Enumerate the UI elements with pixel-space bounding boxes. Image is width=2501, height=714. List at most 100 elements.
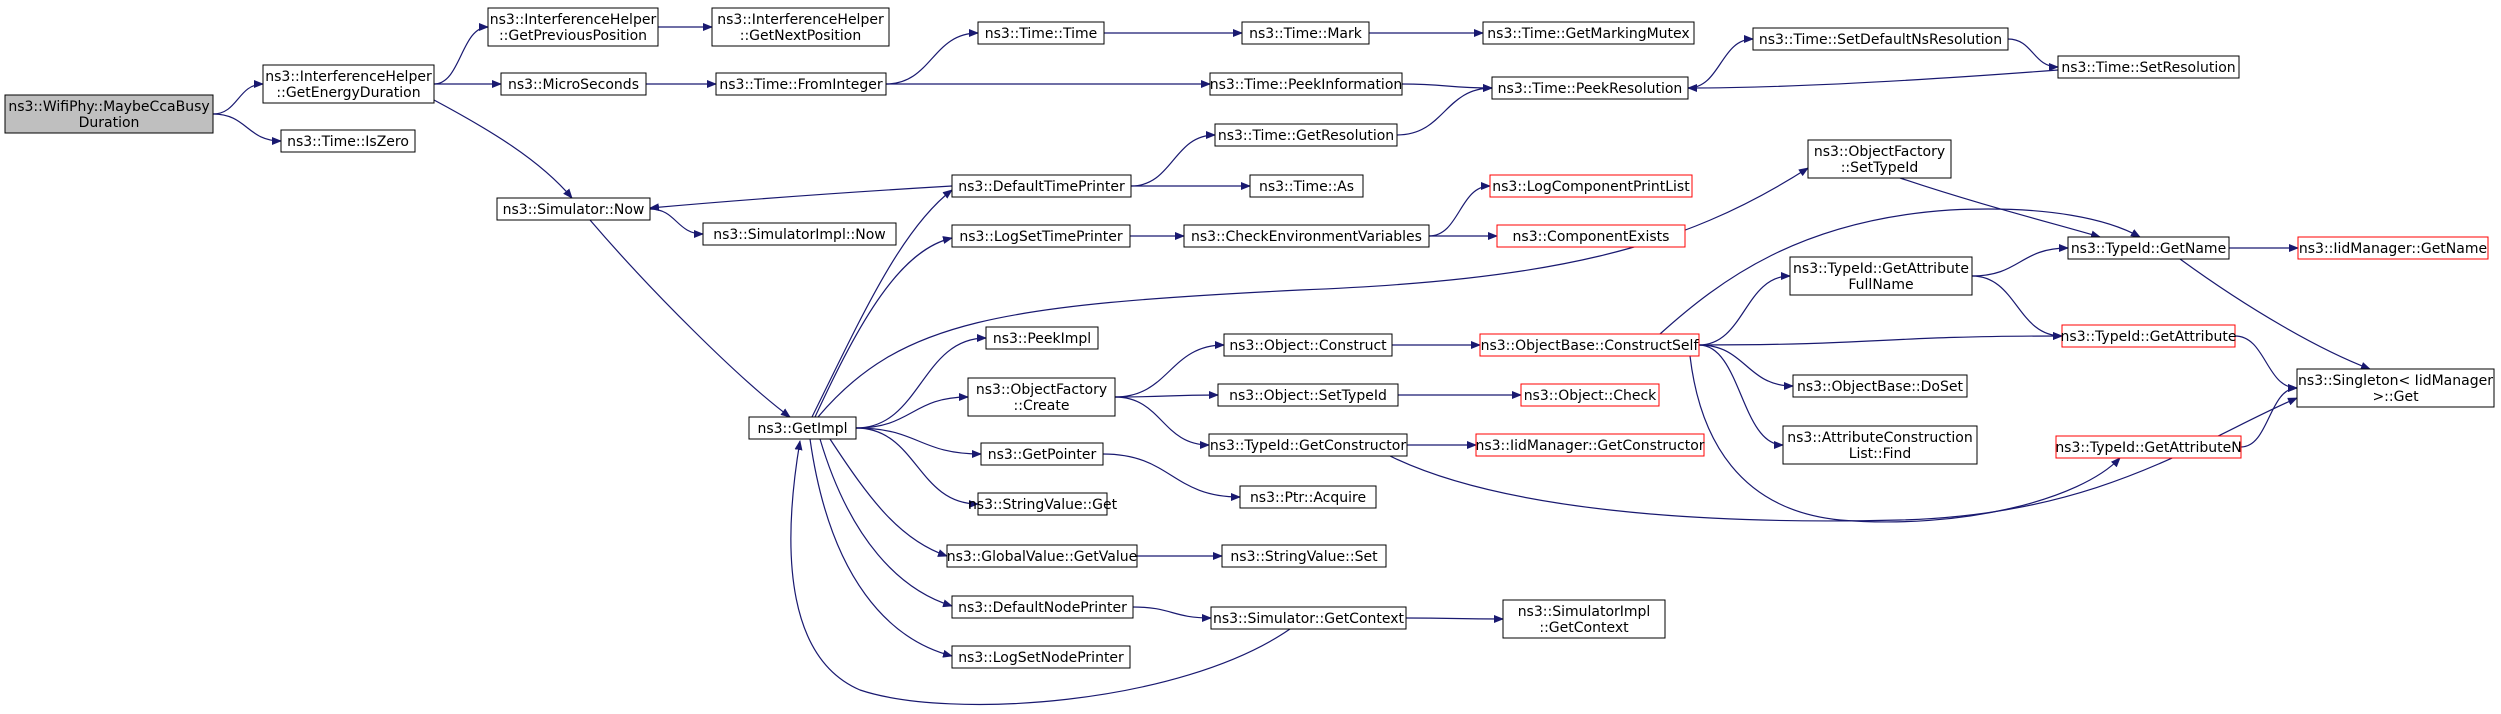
node-defaulttimeprinter[interactable]: ns3::DefaultTimePrinter [951,174,1132,198]
node-setdefaultnsresolution[interactable]: ns3::Time::SetDefaultNsResolution [1752,27,2009,51]
node-label: ns3::Object::SetTypeId [1229,388,1387,404]
node-box [1249,174,1364,198]
node-box [2057,55,2240,79]
node-box [702,222,897,246]
node-simulator-getcontext[interactable]: ns3::Simulator::GetContext [1210,606,1407,630]
node-label: ns3::Time::Mark [1249,26,1363,42]
node-time-as[interactable]: ns3::Time::As [1249,174,1364,198]
node-label: ns3::Singleton< IidManager [2298,373,2493,389]
call-edge-maybeccabusy-to-getenergyduration [212,80,264,115]
node-stringvalue-set[interactable]: ns3::StringValue::Set [1221,544,1387,568]
node-label: ns3::Time::FromInteger [719,77,882,93]
node-typeid-getattribute[interactable]: ns3::TypeId::GetAttribute [2061,324,2237,348]
node-typeid-getconstructor[interactable]: ns3::TypeId::GetConstructor [1208,433,1408,457]
call-edge-defaulttimeprinter-to-getresolution [1130,131,1216,187]
node-getmarkingmutex[interactable]: ns3::Time::GetMarkingMutex [1482,21,1695,45]
node-typeid-getattributen[interactable]: ns3::TypeId::GetAttributeN [2055,435,2242,459]
node-getresolution[interactable]: ns3::Time::GetResolution [1214,123,1398,147]
node-label: ns3::GetImpl [757,421,847,437]
node-iidmanager-getname[interactable]: ns3::IidManager::GetName [2297,236,2489,260]
node-getnextposition[interactable]: ns3::InterferenceHelper::GetNextPosition [711,7,890,47]
node-logsetnodeprinter[interactable]: ns3::LogSetNodePrinter [951,645,1131,669]
call-edges [212,23,2371,706]
node-getpreviousposition[interactable]: ns3::InterferenceHelper::GetPreviousPosi… [487,7,659,47]
node-simulatorimpl-now[interactable]: ns3::SimulatorImpl::Now [702,222,897,246]
node-frominteger[interactable]: ns3::Time::FromInteger [715,72,887,96]
node-ptr-acquire[interactable]: ns3::Ptr::Acquire [1239,485,1377,509]
node-label: ns3::Object::Check [1524,388,1657,404]
node-objectfactory-create[interactable]: ns3::ObjectFactory::Create [967,377,1116,417]
node-box [1221,544,1387,568]
node-checkenvvars[interactable]: ns3::CheckEnvironmentVariables [1183,224,1430,248]
node-defaultnodeprinter[interactable]: ns3::DefaultNodePrinter [951,595,1134,619]
node-object-check[interactable]: ns3::Object::Check [1520,383,1660,407]
node-objectbase-doset[interactable]: ns3::ObjectBase::DoSet [1792,374,1968,398]
node-label: ns3::Object::Construct [1229,338,1387,354]
node-simulator-now[interactable]: ns3::Simulator::Now [496,197,651,221]
node-objectbase-constructself[interactable]: ns3::ObjectBase::ConstructSelf [1479,333,1700,357]
node-label: ns3::StringValue::Get [968,497,1118,513]
node-label: ns3::TypeId::GetAttributeN [2055,440,2241,456]
node-peekimpl[interactable]: ns3::PeekImpl [985,326,1099,350]
call-edge-typeid_getattributen-to-singleton_get [2240,384,2298,448]
node-label: ns3::InterferenceHelper [490,12,657,28]
node-object-construct[interactable]: ns3::Object::Construct [1223,333,1393,357]
node-getpointer[interactable]: ns3::GetPointer [980,442,1104,466]
call-edge-getimpl-to-globalvalue_getvalue [829,438,948,557]
node-label: ns3::Simulator::Now [503,202,645,218]
node-peekinformation[interactable]: ns3::Time::PeekInformation [1209,72,1403,96]
node-box [1482,21,1695,45]
node-box [1502,599,1666,639]
node-label: ns3::LogComponentPrintList [1492,179,1690,195]
node-label: ns3::ObjectFactory [1814,144,1945,160]
node-box [1479,333,1700,357]
call-edge-maybeccabusy-to-iszero [212,113,282,145]
node-logcomponentprintlist[interactable]: ns3::LogComponentPrintList [1489,174,1693,198]
node-iidmanager-getconstructor[interactable]: ns3::IidManager::GetConstructor [1475,433,1705,457]
node-label: ns3::Time::GetMarkingMutex [1487,26,1689,42]
node-box [951,224,1131,248]
node-label: ns3::ComponentExists [1513,229,1670,245]
node-peekresolution[interactable]: ns3::Time::PeekResolution [1491,76,1689,100]
node-getenergyduration[interactable]: ns3::InterferenceHelper::GetEnergyDurati… [262,64,435,104]
node-label: ns3::LogSetTimePrinter [959,229,1123,245]
node-label: ::GetContext [1539,620,1629,636]
call-edge-getimpl-to-stringvalue_get [855,427,979,508]
node-singleton-get[interactable]: ns3::Singleton< IidManager >::Get [2296,368,2495,408]
node-time-time[interactable]: ns3::Time::Time [977,21,1105,45]
node-box [711,7,890,47]
node-simulatorimpl-getcontext[interactable]: ns3::SimulatorImpl::GetContext [1502,599,1666,639]
node-box [1782,425,1978,465]
node-iszero[interactable]: ns3::Time::IsZero [280,129,416,153]
call-edge-objectbase_constructself-to-typeid_getattributefullname [1698,272,1791,346]
call-edge-getpointer-to-ptr_acquire [1102,453,1241,501]
node-getimpl[interactable]: ns3::GetImpl [748,416,857,440]
node-box [967,377,1116,417]
node-time-mark[interactable]: ns3::Time::Mark [1241,21,1370,45]
node-microseconds[interactable]: ns3::MicroSeconds [500,72,647,96]
node-setresolution[interactable]: ns3::Time::SetResolution [2057,55,2240,79]
node-box [1520,383,1660,407]
node-logsettimeprinter[interactable]: ns3::LogSetTimePrinter [951,224,1131,248]
node-stringvalue-get[interactable]: ns3::StringValue::Get [968,492,1118,516]
node-globalvalue-getvalue[interactable]: ns3::GlobalValue::GetValue [946,544,1138,568]
node-label: ns3::Time::PeekResolution [1498,81,1683,97]
node-box [951,174,1132,198]
node-object-settypeid[interactable]: ns3::Object::SetTypeId [1217,383,1399,407]
call-edge-getresolution-to-peekresolution [1396,84,1493,136]
node-box [1217,383,1399,407]
node-label: ns3::ObjectBase::ConstructSelf [1481,338,1700,354]
call-edge-typeid_getattributefullname-to-typeid_getname [1971,244,2069,277]
node-componentexists[interactable]: ns3::ComponentExists [1496,224,1686,248]
call-edge-getimpl-to-getpointer [855,427,982,458]
call-edge-objectbase_constructself-to-typeid_getname [1659,208,2141,335]
node-typeid-getname[interactable]: ns3::TypeId::GetName [2067,236,2230,260]
node-box [951,645,1131,669]
node-box [985,326,1099,350]
call-edge-objectbase_constructself-to-typeid_getattributen [1689,355,2121,523]
node-objectfactory-settypeid[interactable]: ns3::ObjectFactory::SetTypeId [1807,139,1952,179]
